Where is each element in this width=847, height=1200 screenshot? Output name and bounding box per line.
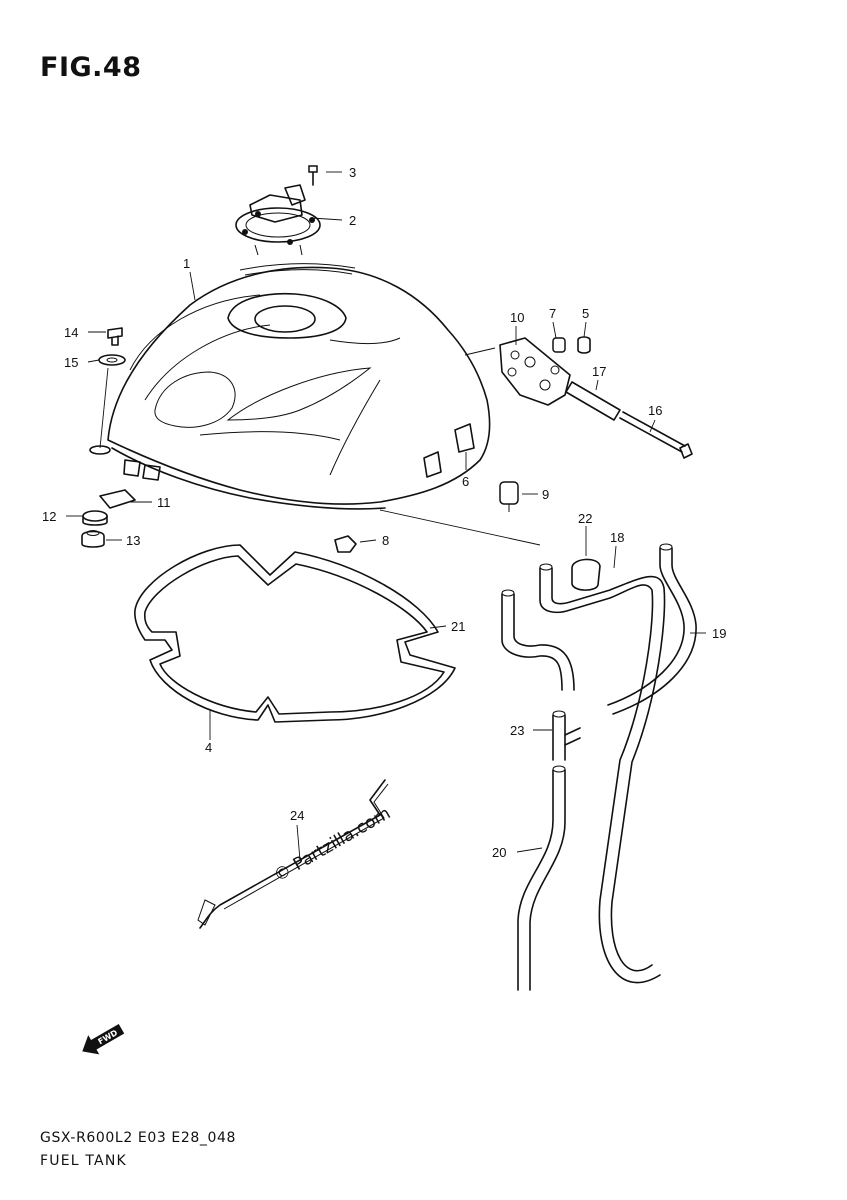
callout-11: 11 [157, 495, 171, 510]
tank-pad [134, 544, 456, 723]
bracket-assembly [499, 336, 693, 459]
part-name: FUEL TANK [40, 1153, 127, 1169]
mount-parts [81, 327, 601, 591]
fuel-tank [107, 263, 496, 510]
callout-4: 4 [205, 740, 212, 755]
callout-17: 17 [592, 364, 606, 379]
callout-19: 19 [712, 626, 726, 641]
callout-13: 13 [126, 533, 140, 548]
callout-3: 3 [349, 165, 356, 180]
callout-10: 10 [510, 310, 524, 325]
callout-16: 16 [648, 403, 662, 418]
callout-23: 23 [510, 723, 524, 738]
model-code: GSX-R600L2 E03 E28_048 [40, 1130, 236, 1146]
callout-21: 21 [451, 619, 465, 634]
callout-9: 9 [542, 487, 549, 502]
callout-6: 6 [462, 474, 469, 489]
fuel-cap [235, 165, 321, 256]
callout-22: 22 [578, 511, 592, 526]
hoses [501, 543, 697, 991]
callout-8: 8 [382, 533, 389, 548]
callout-18: 18 [610, 530, 624, 545]
callout-12: 12 [42, 509, 56, 524]
callout-5: 5 [582, 306, 589, 321]
callout-15: 15 [64, 355, 78, 370]
callout-24: 24 [290, 808, 304, 823]
callout-7: 7 [549, 306, 556, 321]
figure-title: FIG.48 [40, 52, 142, 83]
callout-2: 2 [349, 213, 356, 228]
callout-1: 1 [183, 256, 190, 271]
fwd-arrow-icon: FWD [82, 1023, 125, 1055]
callout-20: 20 [492, 845, 506, 860]
callout-14: 14 [64, 325, 78, 340]
drain-rod [197, 779, 389, 929]
callout-labels: 3 2 1 14 15 10 7 5 17 16 6 9 11 12 13 8 … [42, 165, 726, 860]
leader-lines [66, 171, 706, 861]
